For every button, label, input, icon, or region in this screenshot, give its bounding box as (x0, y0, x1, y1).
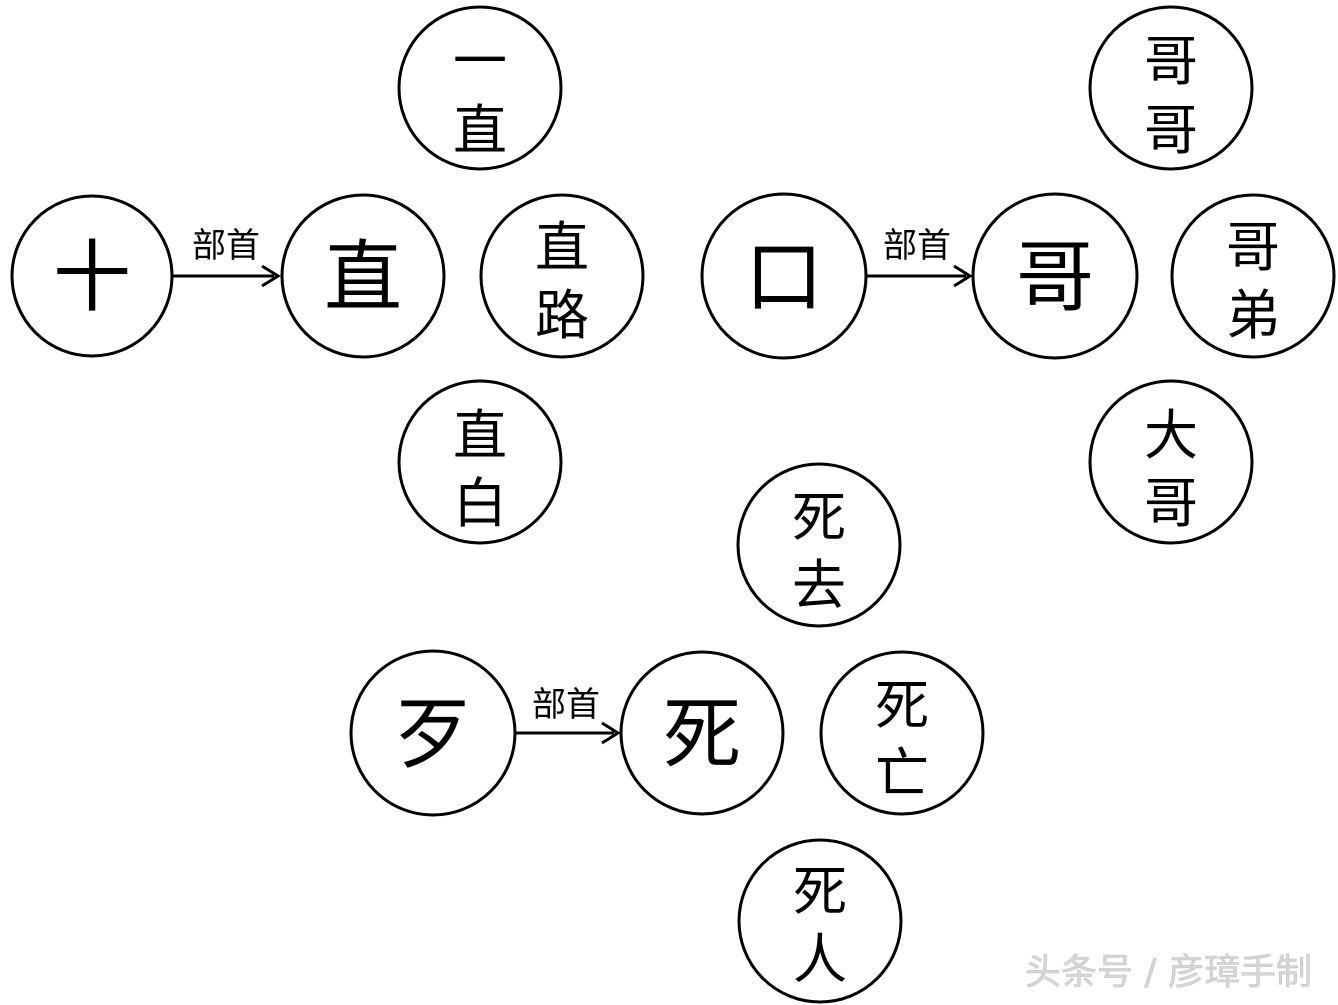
arrow-head-3 (601, 721, 621, 745)
word-char-2-3a: 大 (1144, 404, 1198, 467)
center-node-3 (619, 650, 785, 816)
word-node-3-3 (737, 838, 903, 1004)
word-char-3-3b: 人 (793, 928, 847, 991)
word-char-2-3b: 哥 (1144, 472, 1198, 535)
word-char-1-3a: 直 (453, 404, 507, 467)
word-char-1-2b: 路 (535, 284, 589, 347)
word-node-1-1 (397, 5, 563, 171)
word-char-2-1a: 哥 (1144, 30, 1198, 93)
word-char-3-1a: 死 (792, 486, 846, 549)
word-node-1-2 (479, 193, 645, 359)
word-char-3-3a: 死 (793, 860, 847, 923)
word-node-3-1 (736, 462, 902, 628)
radical-char-3: 歹 (394, 690, 472, 780)
arrow-label-1: 部首 (192, 226, 260, 266)
group-1: 十 部首 直 一 直 直 路 直 白 (10, 5, 645, 545)
radical-char-2: 口 (745, 233, 823, 323)
center-node-1 (280, 193, 446, 359)
word-char-2-2b: 弟 (1226, 284, 1280, 347)
arrow-head-1 (261, 264, 281, 288)
word-char-2-2a: 哥 (1226, 216, 1280, 279)
arrow-label-3: 部首 (532, 685, 600, 725)
radical-char-1: 十 (53, 233, 131, 323)
arrow-head-2 (953, 264, 973, 288)
group-2: 口 部首 哥 哥 哥 哥 弟 大 哥 (700, 5, 1336, 545)
center-char-1: 直 (324, 233, 402, 323)
word-char-3-1b: 去 (792, 554, 846, 617)
word-char-1-3b: 白 (453, 472, 507, 535)
center-char-3: 死 (663, 690, 741, 780)
word-node-3-2 (819, 650, 985, 816)
word-node-1-3 (397, 379, 563, 545)
word-node-2-2 (1170, 193, 1336, 359)
arrow-label-2: 部首 (883, 226, 951, 266)
group-3: 歹 部首 死 死 去 死 亡 死 人 (349, 462, 985, 1004)
center-node-2 (971, 192, 1139, 360)
word-char-1-1a: 一 (453, 30, 507, 93)
word-char-3-2a: 死 (875, 674, 929, 737)
radical-node-1 (10, 194, 174, 358)
watermark-text: 头条号 / 彦璋手制 (1025, 952, 1312, 993)
word-char-1-1b: 直 (453, 99, 507, 162)
word-char-2-1b: 哥 (1144, 99, 1198, 162)
word-char-1-2a: 直 (535, 216, 589, 279)
word-char-3-2b: 亡 (875, 742, 929, 805)
center-char-2: 哥 (1016, 233, 1094, 323)
word-node-2-3 (1088, 379, 1254, 545)
word-node-2-1 (1088, 5, 1254, 171)
